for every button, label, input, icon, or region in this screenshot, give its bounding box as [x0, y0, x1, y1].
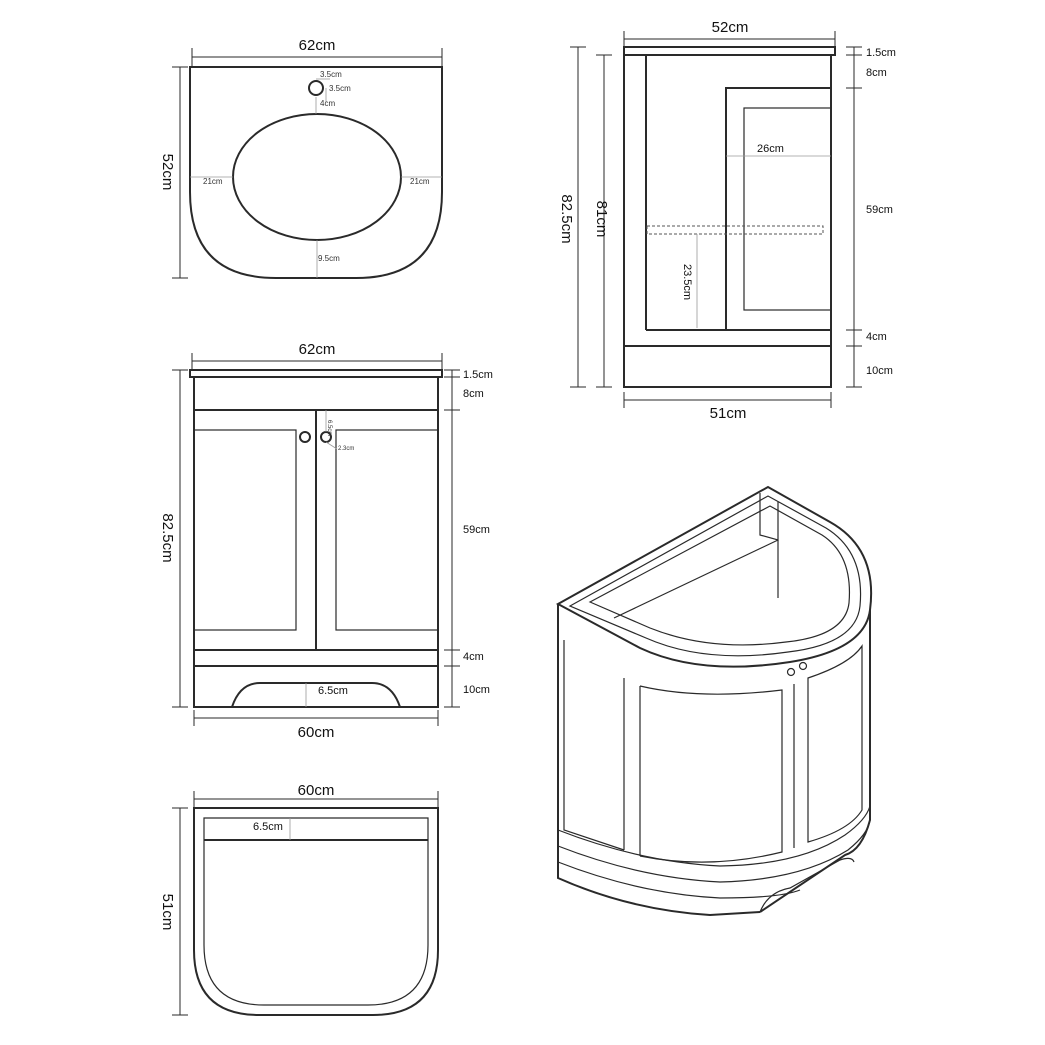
tap-to-basin-label: 4cm	[320, 99, 335, 108]
tap-hole	[308, 80, 324, 96]
shelf-height-label: 23.5cm	[681, 264, 693, 300]
side-rail-label: 8cm	[866, 67, 887, 79]
side-plinth-label: 10cm	[866, 365, 893, 377]
tap-offset-y-label: 3.5cm	[329, 84, 351, 93]
plan-inner-outline	[203, 817, 429, 1006]
front-countertop	[189, 369, 443, 378]
front-panel-height-label: 59cm	[463, 524, 490, 536]
basin-oval	[232, 113, 402, 241]
cutout-height-label: 6.5cm	[318, 685, 348, 697]
front-total-height-label: 82.5cm	[159, 513, 176, 562]
iso-left-side	[557, 604, 761, 917]
basin-left-gap-label: 21cm	[203, 177, 223, 186]
side-carcass	[623, 54, 832, 388]
plan-view: 60cm 6.5cm 51cm	[159, 782, 439, 1016]
iso-left-knob	[786, 667, 796, 677]
back-rail-label: 6.5cm	[253, 821, 283, 833]
tap-offset-x-label: 3.5cm	[320, 70, 342, 79]
side-base-depth-label: 51cm	[710, 405, 747, 422]
left-knob	[299, 431, 311, 443]
iso-right-knob	[798, 661, 808, 671]
knob-offset-label: 2.3cm	[338, 446, 354, 452]
left-door-panel	[193, 429, 297, 631]
top-view: 62cm 52cm 3.5cm 3.5cm 4cm 21cm 21cm 9.5c…	[159, 37, 443, 279]
shelf-dashed	[646, 225, 824, 235]
side-view: 52cm 26cm 23.5cm 82.5cm 81cm 1.5cm 8	[558, 19, 896, 422]
side-total-height-label: 82.5cm	[558, 194, 575, 243]
iso-top-rim	[555, 485, 873, 668]
front-plinth-label: 10cm	[463, 684, 490, 696]
front-top-width-label: 62cm	[299, 341, 336, 358]
front-top-thickness-label: 1.5cm	[463, 369, 493, 381]
plan-width-label: 60cm	[298, 782, 335, 799]
plan-outline	[193, 807, 439, 1016]
front-rail-label: 8cm	[463, 388, 484, 400]
basin-front-gap-label: 9.5cm	[318, 254, 340, 263]
front-base-width-label: 60cm	[298, 724, 335, 741]
side-panel-frame	[725, 87, 832, 331]
left-door	[193, 409, 317, 651]
isometric-view	[555, 485, 873, 917]
knob-drop-label: 6.5cm	[326, 420, 332, 436]
side-depth-label: 52cm	[712, 19, 749, 36]
plinth-cutout	[231, 682, 401, 708]
countertop-outline	[189, 66, 443, 279]
side-panel-inset	[743, 107, 832, 311]
side-bottom-rail-label: 4cm	[866, 331, 887, 343]
side-body-height-label: 81cm	[593, 201, 610, 238]
basin-right-gap-label: 21cm	[410, 177, 430, 186]
front-bottom-rail-label: 4cm	[463, 651, 484, 663]
side-panel-height-label: 59cm	[866, 204, 893, 216]
front-view: 62cm 6.5cm 2.3cm 6.5cm 82.5cm	[159, 341, 493, 741]
top-width-label: 62cm	[299, 37, 336, 54]
right-door	[315, 409, 439, 651]
side-top-thickness-label: 1.5cm	[866, 47, 896, 59]
side-countertop	[623, 46, 836, 56]
top-depth-label: 52cm	[159, 154, 176, 191]
right-door-panel	[335, 429, 439, 631]
plan-depth-label: 51cm	[159, 894, 176, 931]
side-panel-width-label: 26cm	[757, 143, 784, 155]
